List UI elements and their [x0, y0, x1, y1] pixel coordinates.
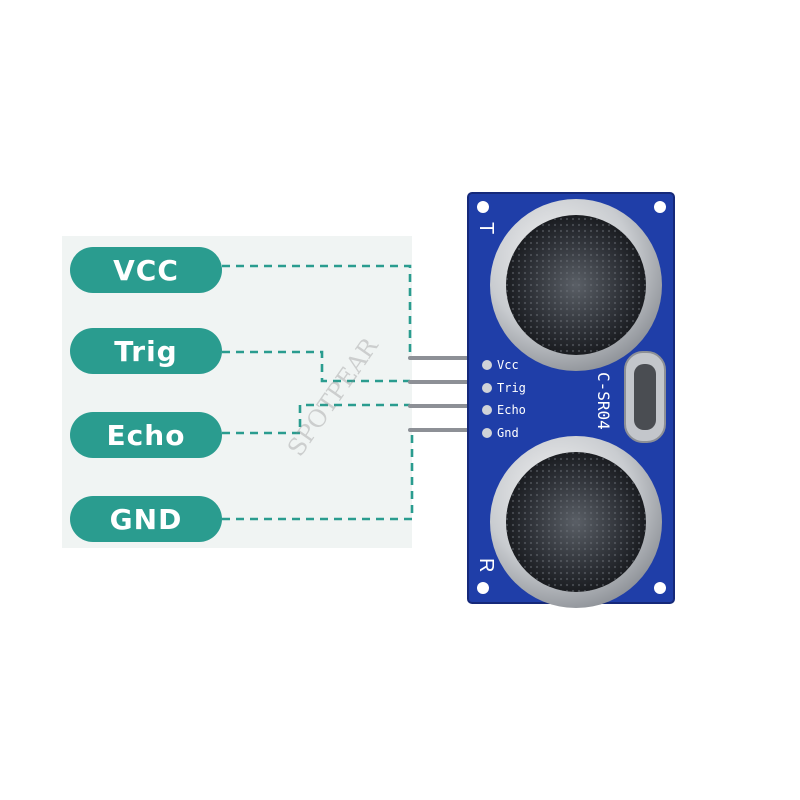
- wires: [222, 264, 414, 521]
- pin-label-vcc: VCC: [70, 247, 222, 293]
- wire-trig: [222, 350, 410, 383]
- mount-hole: [477, 201, 489, 213]
- pcb-label-vcc: Vcc: [497, 358, 519, 372]
- pin-pads: [482, 360, 492, 438]
- pin-label-echo: Echo: [70, 412, 222, 458]
- receiver-mark: R: [475, 558, 497, 572]
- mount-hole: [654, 582, 666, 594]
- pcb-label-gnd: Gnd: [497, 426, 519, 440]
- mount-hole: [654, 201, 666, 213]
- pin-label-trig: Trig: [70, 328, 222, 374]
- pcb-pin-labels: Vcc Trig Echo Gnd: [497, 358, 526, 440]
- model-label: C-SR04: [594, 372, 613, 430]
- pin-label-gnd: GND: [70, 496, 222, 542]
- wire-vcc: [222, 264, 412, 356]
- transmitter-mark: T: [475, 222, 497, 234]
- wire-echo: [222, 403, 410, 435]
- wire-gnd: [222, 430, 414, 521]
- pcb-label-trig: Trig: [497, 381, 526, 395]
- header-pins: [408, 356, 474, 432]
- mount-hole: [477, 582, 489, 594]
- pcb-label-echo: Echo: [497, 403, 526, 417]
- hc-sr04-module: Vcc Trig Echo Gnd C-SR04 T R: [467, 192, 675, 608]
